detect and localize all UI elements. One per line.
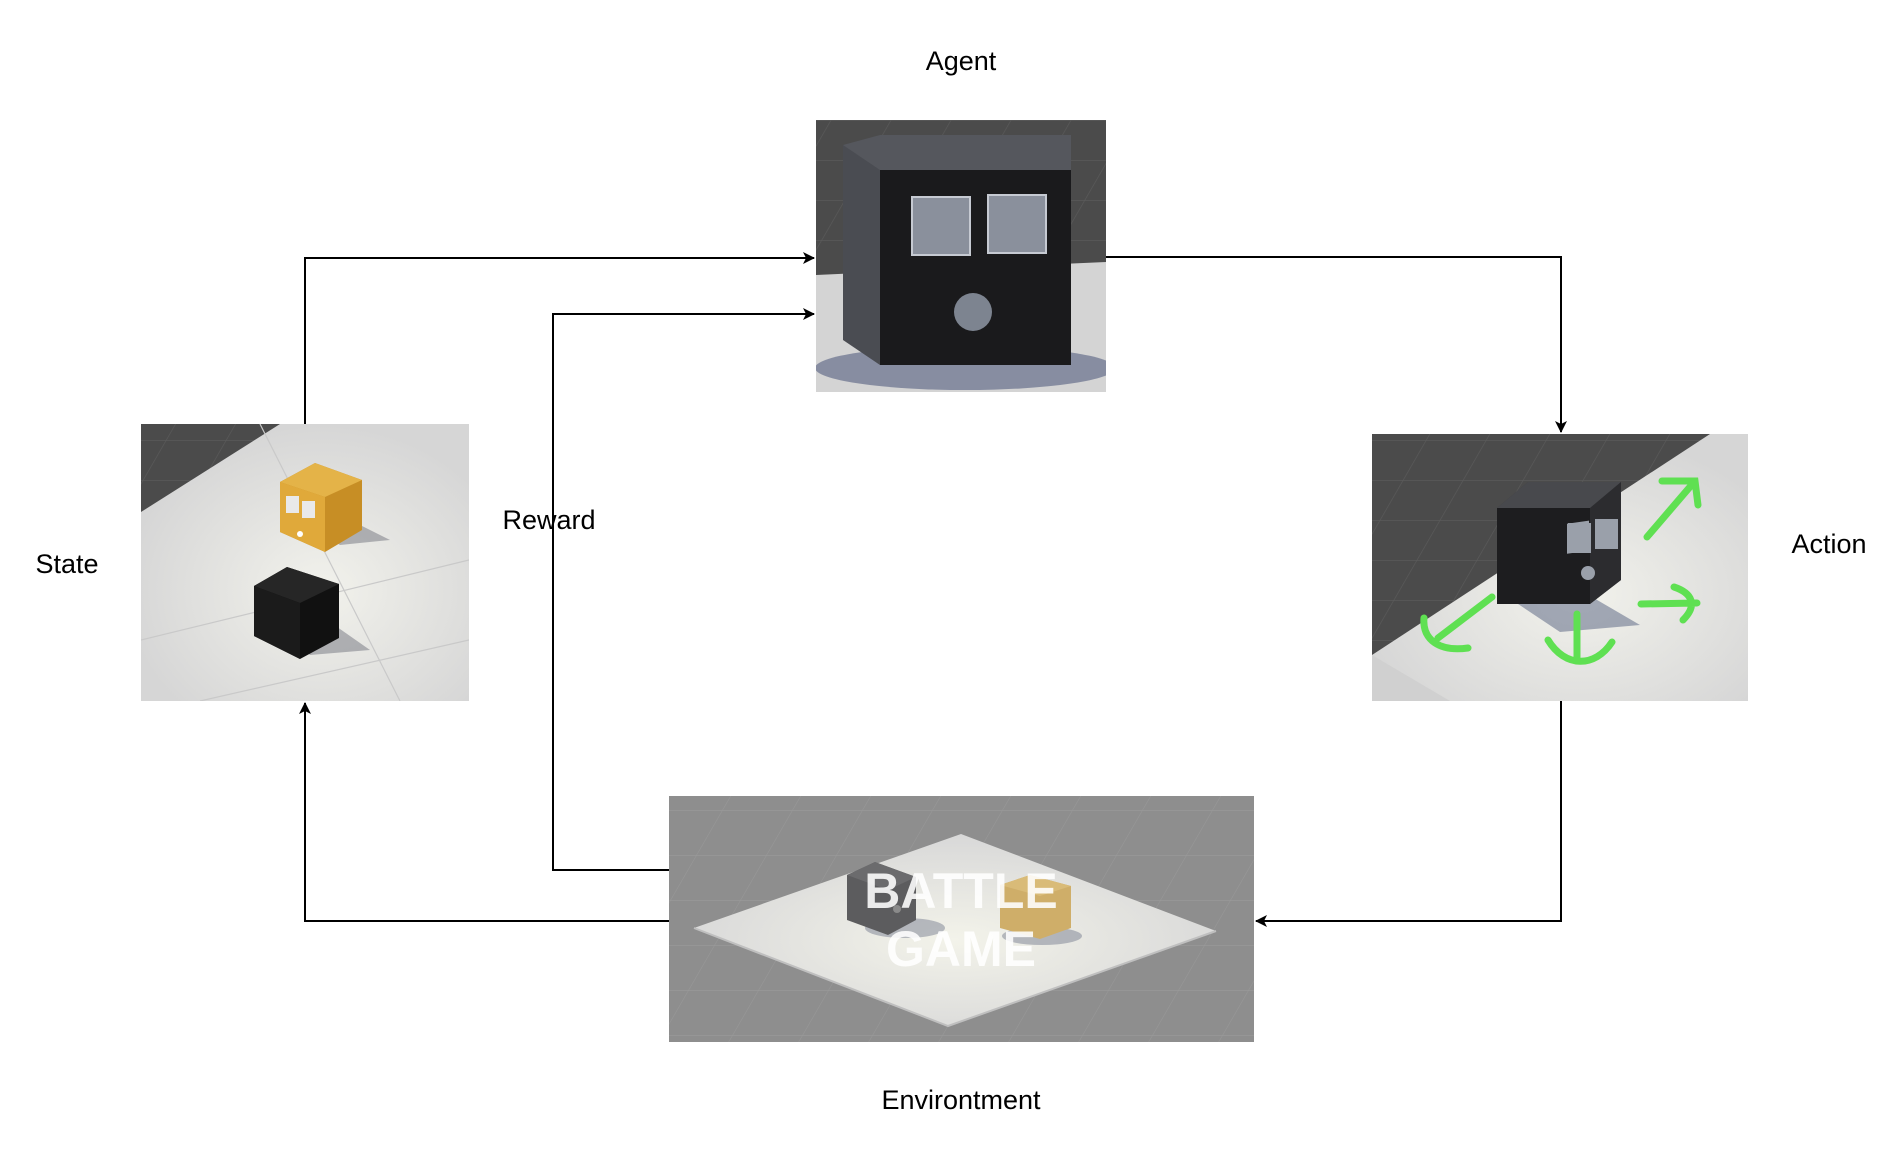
agent-image <box>816 120 1106 392</box>
agent-mouth <box>954 293 992 331</box>
agent-left-eye <box>911 196 971 256</box>
battle-game-title-line1: BATTLE <box>864 863 1057 919</box>
action-label: Action <box>1791 529 1866 559</box>
battle-game-title-line2: GAME <box>886 921 1036 977</box>
reward-label: Reward <box>502 505 595 535</box>
action-to-environment-arrow <box>1255 701 1562 927</box>
state-label: State <box>35 549 98 579</box>
environment-image: BATTLE GAME <box>669 796 1254 1042</box>
agent-to-action-arrow <box>1106 256 1567 433</box>
left-arrow <box>1420 593 1496 653</box>
reward-to-agent-arrow <box>552 308 815 871</box>
environment-to-state-arrow <box>299 702 669 922</box>
action-arrows <box>1420 477 1702 665</box>
back-arrow <box>1544 610 1616 665</box>
forward-arrow <box>1643 477 1702 541</box>
environment-label: Environtment <box>881 1085 1041 1115</box>
agent-right-eye <box>987 194 1047 254</box>
right-arrow <box>1637 583 1701 624</box>
state-image <box>141 424 469 701</box>
agent-label: Agent <box>926 46 997 76</box>
action-image <box>1372 434 1748 701</box>
action-agent-cube <box>1497 508 1590 604</box>
connectors <box>299 252 1567 927</box>
agent-cube-side <box>843 145 880 365</box>
state-to-agent-arrow <box>304 252 815 424</box>
